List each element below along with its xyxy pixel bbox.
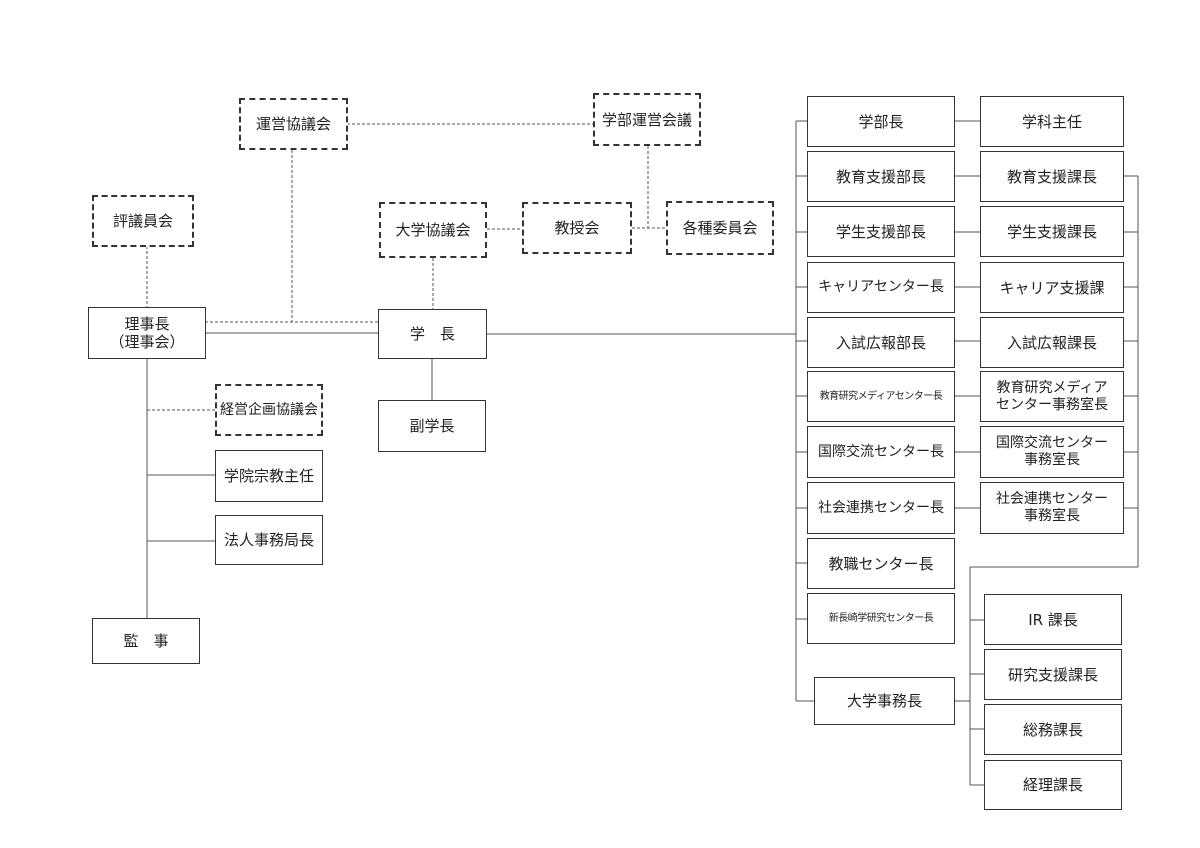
dept-left-label: 教育支援部長 xyxy=(835,167,926,186)
board-chair-label: 理事長 （理事会） xyxy=(109,315,185,351)
dept-left-1: 教育支援部長 xyxy=(807,151,955,202)
dept-right-1: 教育支援課長 xyxy=(980,151,1124,202)
dept-right-5: 教育研究メディア センター事務室長 xyxy=(980,371,1124,422)
dept-left-label: キャリアセンター長 xyxy=(818,279,944,296)
dept-left-8: 教職センター長 xyxy=(807,538,955,589)
dept-left-5: 教育研究メディアセンター長 xyxy=(807,371,955,422)
office-unit-3: 経理課長 xyxy=(984,760,1122,810)
dept-right-label: 教育研究メディア センター事務室長 xyxy=(996,379,1108,413)
office-unit-2: 総務課長 xyxy=(984,704,1122,755)
dept-left-label: 学部長 xyxy=(858,112,904,131)
dept-right-label: 社会連携センター 事務室長 xyxy=(996,491,1108,524)
dept-left-label: 教職センター長 xyxy=(828,554,934,573)
president-box: 学 長 xyxy=(378,309,487,359)
office-unit-label: 経理課長 xyxy=(1022,776,1083,794)
university-council-box: 大学協議会 xyxy=(379,202,487,258)
dept-left-2: 学生支援部長 xyxy=(807,206,955,257)
corporate-secretary-label: 法人事務局長 xyxy=(223,531,314,549)
committees-box: 各種委員会 xyxy=(666,201,774,255)
dept-left-label: 大学事務長 xyxy=(846,692,922,710)
dept-left-label: 国際交流センター長 xyxy=(818,443,944,460)
mgmt-planning-council-label: 経営企画協議会 xyxy=(220,401,318,418)
committees-label: 各種委員会 xyxy=(682,219,758,237)
dept-left-label: 学生支援部長 xyxy=(835,222,926,241)
chaplain-box: 学院宗教主任 xyxy=(215,450,323,502)
dept-right-label: キャリア支援課 xyxy=(999,278,1105,297)
faculty-operation-council-box: 学部運営会議 xyxy=(593,93,701,146)
mgmt-planning-council-box: 経営企画協議会 xyxy=(215,384,323,436)
dept-right-6: 国際交流センター 事務室長 xyxy=(980,426,1124,478)
dept-left-label: 新長崎学研究センター長 xyxy=(828,612,934,624)
chaplain-label: 学院宗教主任 xyxy=(223,467,314,485)
operation-council-box: 運営協議会 xyxy=(239,98,348,150)
dept-left-4: 入試広報部長 xyxy=(807,317,955,368)
dept-left-7: 社会連携センター長 xyxy=(807,482,955,534)
president-label: 学 長 xyxy=(409,325,455,343)
corporate-secretary-box: 法人事務局長 xyxy=(215,515,323,565)
university-council-label: 大学協議会 xyxy=(395,221,471,239)
dept-left-0: 学部長 xyxy=(807,96,955,147)
dept-right-label: 教育支援課長 xyxy=(1006,167,1097,186)
dept-right-label: 入試広報課長 xyxy=(1006,333,1097,352)
auditor-box: 監 事 xyxy=(92,618,200,664)
office-unit-0: IR 課長 xyxy=(984,594,1122,645)
office-unit-1: 研究支援課長 xyxy=(984,649,1122,700)
dept-left-6: 国際交流センター長 xyxy=(807,426,955,478)
dept-left-3: キャリアセンター長 xyxy=(807,262,955,313)
dept-left-label: 入試広報部長 xyxy=(835,333,926,352)
dept-left-label: 教育研究メディアセンター長 xyxy=(819,390,943,402)
dept-right-4: 入試広報課長 xyxy=(980,317,1124,368)
office-unit-label: IR 課長 xyxy=(1028,610,1078,629)
operation-council-label: 運営協議会 xyxy=(255,115,331,133)
vice-president-label: 副学長 xyxy=(409,417,455,435)
faculty-operation-council-label: 学部運営会議 xyxy=(601,110,692,129)
dept-right-2: 学生支援課長 xyxy=(980,206,1124,257)
councillors-label: 評議員会 xyxy=(112,212,173,230)
faculty-meeting-label: 教授会 xyxy=(554,219,600,237)
dept-left-label: 社会連携センター長 xyxy=(818,499,944,516)
dept-right-label: 学生支援課長 xyxy=(1006,222,1097,241)
dept-right-3: キャリア支援課 xyxy=(980,262,1124,313)
vice-president-box: 副学長 xyxy=(378,400,486,452)
dept-right-0: 学科主任 xyxy=(980,96,1124,147)
dept-left-10: 大学事務長 xyxy=(814,677,955,725)
dept-left-9: 新長崎学研究センター長 xyxy=(807,593,955,644)
dept-right-label: 国際交流センター 事務室長 xyxy=(996,435,1108,468)
office-unit-label: 総務課長 xyxy=(1022,720,1083,739)
faculty-meeting-box: 教授会 xyxy=(522,202,632,254)
auditor-label: 監 事 xyxy=(123,632,169,650)
office-unit-label: 研究支援課長 xyxy=(1007,665,1098,684)
councillors-box: 評議員会 xyxy=(92,195,194,247)
dept-right-label: 学科主任 xyxy=(1021,112,1082,131)
dept-right-7: 社会連携センター 事務室長 xyxy=(980,482,1124,534)
board-chair-box: 理事長 （理事会） xyxy=(88,307,206,359)
